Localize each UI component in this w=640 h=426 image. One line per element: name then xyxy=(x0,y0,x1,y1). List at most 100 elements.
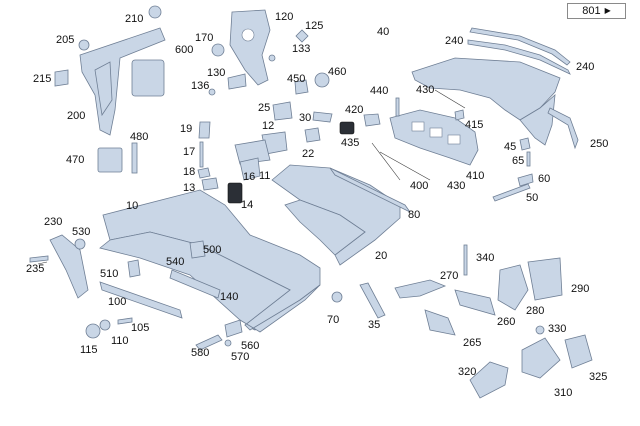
part-290-ring[interactable] xyxy=(527,257,563,301)
label-14: 14 xyxy=(241,199,253,211)
label-415: 415 xyxy=(465,119,483,131)
part-170-cap[interactable] xyxy=(211,43,225,57)
label-120: 120 xyxy=(275,11,293,23)
part-115-disc[interactable] xyxy=(85,323,101,339)
label-19: 19 xyxy=(180,123,192,135)
label-40: 40 xyxy=(377,26,389,38)
label-240a: 240 xyxy=(445,35,463,47)
part-70-plug[interactable] xyxy=(331,291,343,303)
part-215-clip[interactable] xyxy=(54,69,69,87)
part-260-bracket[interactable] xyxy=(454,289,496,316)
part-470-panel[interactable] xyxy=(97,147,123,173)
label-260: 260 xyxy=(497,316,515,328)
part-410-carrier-frame[interactable] xyxy=(389,109,479,166)
part-580-trim[interactable] xyxy=(195,334,223,351)
label-270: 270 xyxy=(440,270,458,282)
part-570-clip[interactable] xyxy=(224,339,232,347)
label-130: 130 xyxy=(207,67,225,79)
part-325-ring[interactable] xyxy=(564,334,593,369)
label-20: 20 xyxy=(375,250,387,262)
part-80-trim-strip[interactable] xyxy=(329,167,411,213)
part-11-reflector-housing[interactable] xyxy=(234,139,271,165)
part-60-clip[interactable] xyxy=(517,173,534,187)
part-270-bracket[interactable] xyxy=(394,279,447,299)
part-140-strip[interactable] xyxy=(169,269,221,299)
part-18-clip[interactable] xyxy=(197,167,211,179)
part-136-screw[interactable] xyxy=(208,88,216,96)
part-50-strip[interactable] xyxy=(492,183,531,202)
label-325: 325 xyxy=(589,371,607,383)
label-200: 200 xyxy=(67,110,85,122)
part-480-strip[interactable] xyxy=(131,142,138,174)
label-205: 205 xyxy=(56,34,74,46)
part-30-bracket[interactable] xyxy=(312,111,333,123)
part-450-holder[interactable] xyxy=(294,79,309,95)
part-435-connector[interactable] xyxy=(339,121,355,135)
part-100-strip[interactable] xyxy=(99,281,183,319)
part-25-bracket[interactable] xyxy=(272,101,293,121)
part-16-bracket[interactable] xyxy=(239,157,261,181)
label-530: 530 xyxy=(72,226,90,238)
part-320-housing[interactable] xyxy=(469,361,509,399)
part-240-trim-strip-lower[interactable] xyxy=(469,27,571,66)
part-133-screw[interactable] xyxy=(268,54,276,62)
part-420-sensor[interactable] xyxy=(363,113,381,127)
part-labels: 210 205 600 215 200 170 120 125 133 130 … xyxy=(26,11,608,399)
part-10-bumper-cover[interactable] xyxy=(99,189,321,333)
part-240-trim-strip-upper[interactable] xyxy=(467,39,571,75)
part-200-mounting-bracket[interactable] xyxy=(79,27,166,136)
label-460: 460 xyxy=(328,66,346,78)
part-310-bracket[interactable] xyxy=(521,337,561,379)
part-530-grommet[interactable] xyxy=(74,238,86,250)
label-22: 22 xyxy=(302,148,314,160)
part-330-cap[interactable] xyxy=(535,325,545,335)
label-320: 320 xyxy=(458,366,476,378)
part-22-holder[interactable] xyxy=(304,127,321,143)
part-17-rod[interactable] xyxy=(199,141,204,168)
part-120-impact-absorber[interactable] xyxy=(229,9,271,86)
part-340-rod[interactable] xyxy=(463,244,468,276)
label-30: 30 xyxy=(299,112,311,124)
label-570: 570 xyxy=(231,351,249,363)
part-250-side-trim[interactable] xyxy=(547,107,579,150)
part-560-trim[interactable] xyxy=(224,319,243,338)
label-410: 410 xyxy=(466,170,484,182)
part-35-strip[interactable] xyxy=(359,282,386,319)
label-265: 265 xyxy=(463,337,481,349)
part-415-clip[interactable] xyxy=(454,109,465,121)
part-110-disc[interactable] xyxy=(99,319,111,331)
label-435: 435 xyxy=(341,137,359,149)
label-330: 330 xyxy=(548,323,566,335)
part-130-bracket[interactable] xyxy=(227,73,247,90)
label-400: 400 xyxy=(410,180,428,192)
part-13-clip[interactable] xyxy=(201,177,219,191)
part-235-bolt[interactable] xyxy=(29,255,49,263)
label-250: 250 xyxy=(590,138,608,150)
part-440-rod[interactable] xyxy=(395,97,400,117)
part-14-sensor[interactable] xyxy=(227,182,243,204)
label-235: 235 xyxy=(26,263,44,275)
part-205-cap[interactable] xyxy=(78,39,90,51)
part-510-clip[interactable] xyxy=(127,259,141,278)
part-105-screw[interactable] xyxy=(117,317,133,325)
part-125-clip[interactable] xyxy=(295,29,309,43)
part-230-side-bracket[interactable] xyxy=(49,234,89,299)
leader-lines xyxy=(37,89,466,265)
part-265-cover[interactable] xyxy=(424,309,456,336)
part-500-holder[interactable] xyxy=(189,240,206,259)
part-65-pin[interactable] xyxy=(526,151,531,167)
part-45-clip[interactable] xyxy=(519,137,531,151)
part-280-housing[interactable] xyxy=(497,264,529,311)
part-19-clip[interactable] xyxy=(198,121,211,139)
label-50: 50 xyxy=(526,192,538,204)
part-40-diffuser[interactable] xyxy=(411,57,561,146)
part-210-plug[interactable] xyxy=(148,5,162,19)
part-460-ring[interactable] xyxy=(314,72,330,88)
part-600-cover-panel[interactable] xyxy=(131,59,165,97)
label-430a: 430 xyxy=(416,84,434,96)
label-450: 450 xyxy=(287,73,305,85)
label-80: 80 xyxy=(408,209,420,221)
page-reference-button[interactable]: 801 ▶ xyxy=(567,3,626,19)
label-540: 540 xyxy=(166,256,184,268)
